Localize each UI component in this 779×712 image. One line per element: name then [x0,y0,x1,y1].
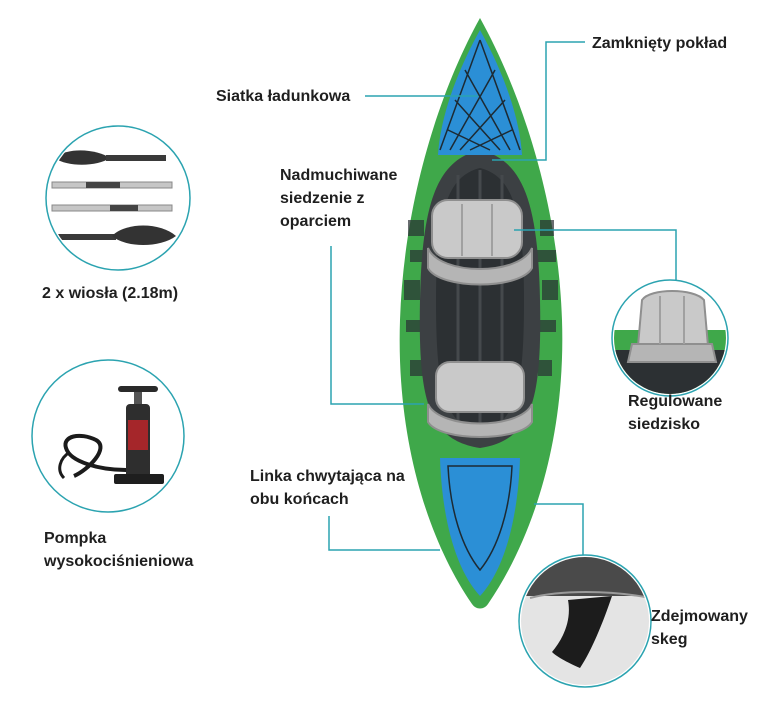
label-skeg: Zdejmowany skeg [651,608,748,648]
label-grab-line: Linka chwytająca na obu końcach [250,468,405,508]
label-cargo-net: Siatka ładunkowa [216,88,351,105]
front-deck [438,30,522,155]
hull-side-pattern [404,220,558,376]
paddles-inset [45,125,191,271]
label-paddles: 2 x wiosła (2.18m) [42,285,179,302]
hand-pump-icon [58,386,164,484]
kayak-illustration [399,18,563,609]
paddle-set-icon [51,150,176,245]
label-adjustable-seat: Regulowane siedzisko [628,393,723,433]
callout-closed-deck [492,41,585,161]
rear-seat [427,361,533,438]
pump-inset [31,359,185,513]
callout-lines [328,41,677,564]
seat-inset [611,279,729,397]
cargo-net [439,39,521,151]
callout-skeg [534,503,584,564]
callout-inflatable-seat [330,246,424,405]
label-inflatable-seat: Nadmuchiwane siedzenie z oparciem [280,167,398,230]
label-closed-deck: Zamknięty pokład [592,35,728,52]
front-seat [427,199,533,286]
rear-deck [440,458,520,596]
callout-grab-line [328,516,440,551]
callout-adjustable-seat [514,229,677,282]
label-pump: Pompka wysokociśnieniowa [44,530,194,570]
skeg-inset [518,554,652,688]
